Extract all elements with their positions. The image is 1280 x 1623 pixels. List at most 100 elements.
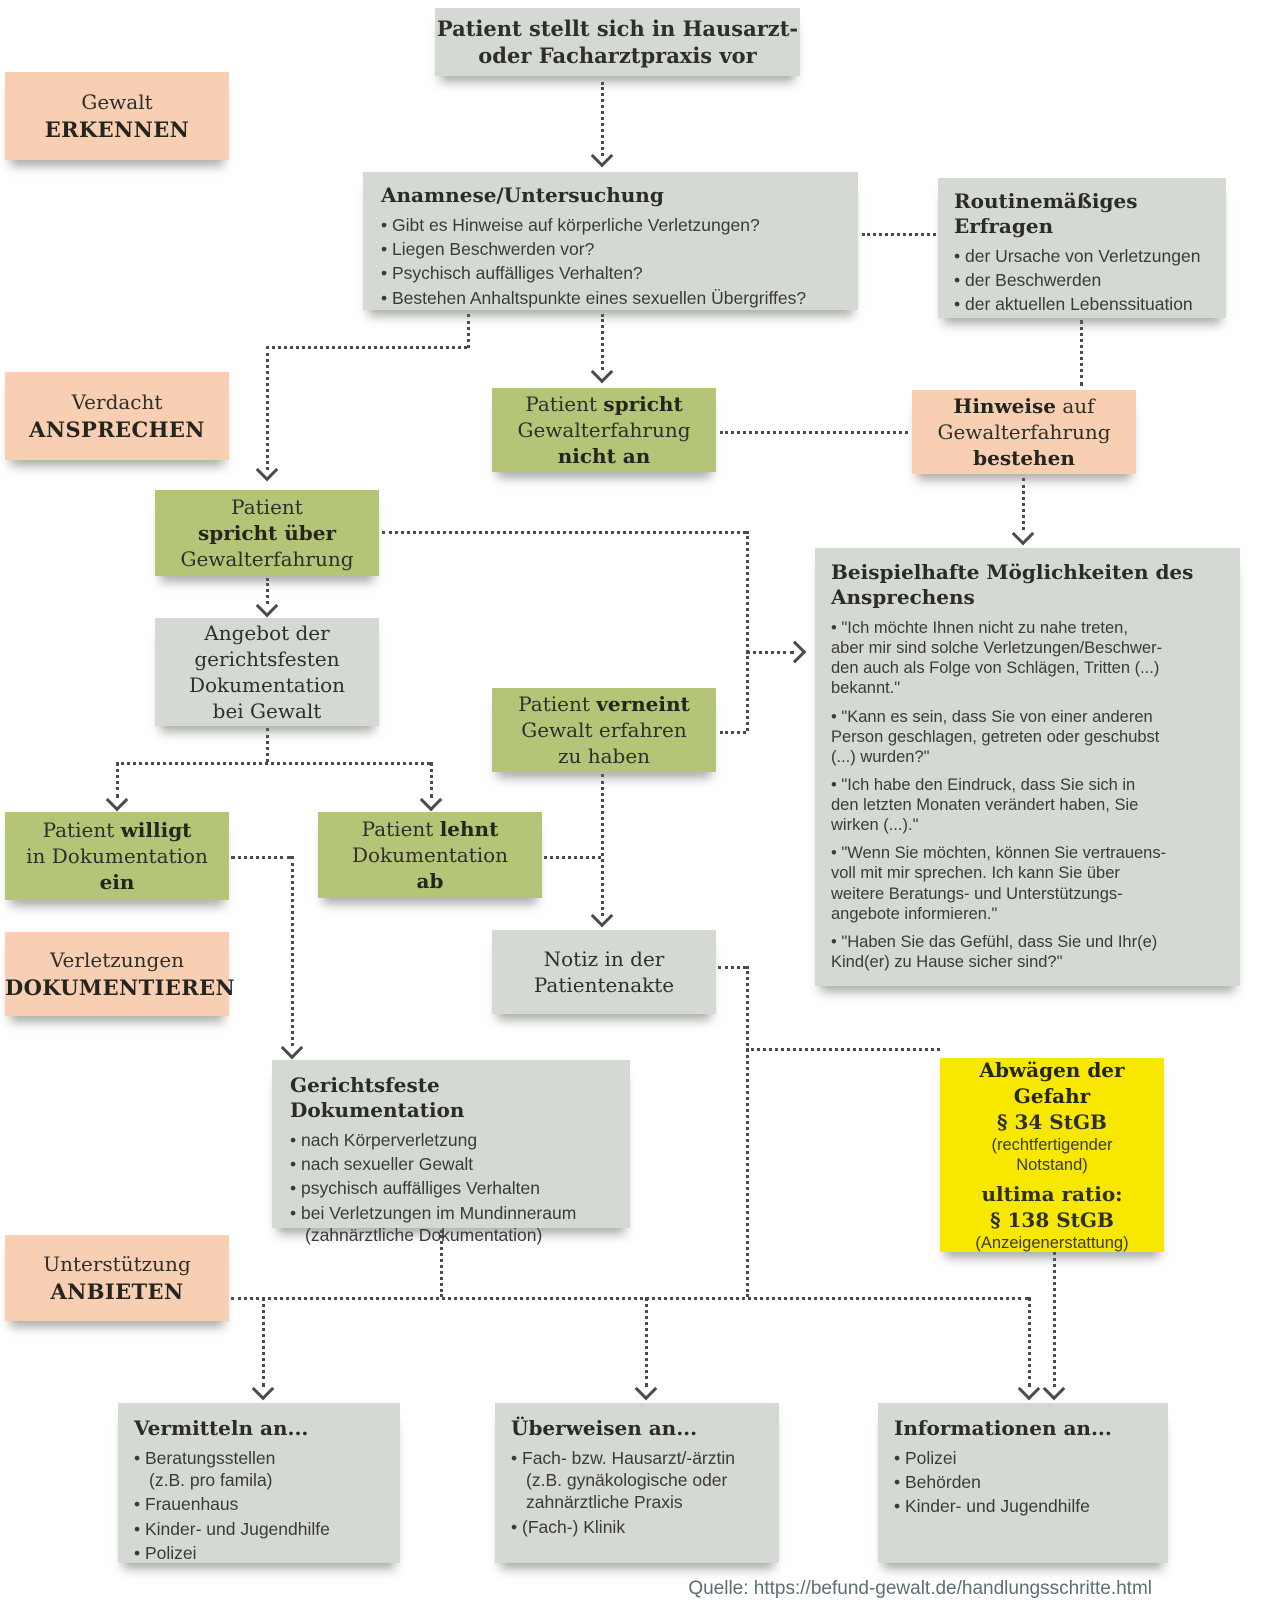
text-line: zu haben <box>557 744 651 768</box>
text-line: Patient lehnt <box>318 816 542 842</box>
dotted-connector <box>1028 1297 1031 1387</box>
arrow-down-icon <box>590 144 614 168</box>
text-line: bei Gewalt <box>212 699 322 723</box>
text-segment-bold: ab <box>416 869 444 893</box>
dotted-connector <box>720 431 908 434</box>
quote-item: "Ich habe den Eindruck, dass Sie sich in… <box>831 775 1224 835</box>
bullet-item: Beratungsstellen (z.B. pro famila) <box>134 1447 384 1491</box>
text-segment-bold: spricht <box>603 392 683 416</box>
text-segment-bold: willigt <box>120 818 192 842</box>
informationen-title: Informationen an... <box>894 1416 1112 1440</box>
arrow-down-icon <box>105 788 129 812</box>
source-caption: Quelle: https://befund-gewalt.de/handlun… <box>688 1578 1152 1599</box>
phase-label-dokumentieren: Verletzungen DOKUMENTIEREN <box>5 932 236 1016</box>
dotted-connector <box>266 346 269 470</box>
bullet-item: Kinder- und Jugendhilfe <box>894 1495 1152 1517</box>
ansprechen-beispiele-box: Beispielhafte Möglichkeiten des Ansprech… <box>815 548 1240 986</box>
arrow-right-icon <box>783 640 807 664</box>
dotted-connector <box>746 1048 940 1051</box>
dotted-connector <box>746 531 749 731</box>
arrow-down-icon <box>1011 522 1035 546</box>
arrow-down-icon <box>251 1377 275 1401</box>
arrow-down-icon <box>590 360 614 384</box>
patient-spricht-ueber-box: Patient spricht über Gewalterfahrung <box>155 490 379 576</box>
dotted-connector <box>862 233 936 236</box>
dotted-connector <box>116 762 430 765</box>
dotted-connector <box>746 651 794 654</box>
dotted-connector <box>266 728 269 762</box>
bullet-item: Behörden <box>894 1471 1152 1493</box>
bullet-item: psychisch auffälliges Verhalten <box>290 1177 612 1199</box>
text-line: Angebot der <box>204 621 330 645</box>
arrow-down-icon <box>280 1036 304 1060</box>
dotted-connector <box>746 966 749 1297</box>
anamnese-box: Anamnese/Untersuchung Gibt es Hinweise a… <box>363 172 858 310</box>
dotted-connector <box>1080 320 1083 386</box>
beispiele-title-line2: Ansprechens <box>831 585 975 609</box>
routine-box: Routinemäßiges Erfragen der Ursache von … <box>938 178 1226 318</box>
bullet-item: Liegen Beschwerden vor? <box>381 238 840 260</box>
phase-label-line2: ERKENNEN <box>44 116 190 142</box>
start-box: Patient stellt sich in Hausarzt- oder Fa… <box>435 8 800 76</box>
gerichtsfeste-title: Gerichtsfeste Dokumentation <box>290 1073 465 1122</box>
dotted-connector <box>430 762 433 798</box>
bullet-item: der aktuellen Lebenssituation <box>954 293 1210 315</box>
dotted-connector <box>291 856 294 1046</box>
arrow-down-icon <box>1042 1377 1066 1401</box>
phase-label-line2: ANBIETEN <box>50 1278 184 1304</box>
phase-label-ansprechen: Verdacht ANSPRECHEN <box>5 372 229 460</box>
text-line: Dokumentation <box>188 673 346 697</box>
bullet-item: Frauenhaus <box>134 1493 384 1515</box>
text-line: Notiz in der <box>543 947 665 971</box>
phase-label-line1: Unterstützung <box>43 1251 191 1276</box>
law-34-stgb: § 34 StGB <box>997 1110 1107 1134</box>
bullet-item: Psychisch auffälliges Verhalten? <box>381 262 840 284</box>
bullet-item: der Beschwerden <box>954 269 1210 291</box>
dotted-connector <box>467 314 470 348</box>
text-line: bestehen <box>912 445 1136 471</box>
vermitteln-title: Vermitteln an... <box>134 1416 309 1440</box>
beispiele-title-line1: Beispielhafte Möglichkeiten des <box>831 560 1194 584</box>
quote-item: "Ich möchte Ihnen nicht zu nahe treten, … <box>831 618 1224 699</box>
phase-label-line1: Verdacht <box>71 389 163 414</box>
phase-label-line2: ANSPRECHEN <box>29 416 205 442</box>
arrow-down-icon <box>590 904 614 928</box>
informationen-an-box: Informationen an... Polizei Behörden Kin… <box>878 1403 1168 1563</box>
start-box-line2: oder Facharztpraxis vor <box>478 43 757 68</box>
text-line: Patient <box>231 495 303 519</box>
bullet-item: der Ursache von Verletzungen <box>954 245 1210 267</box>
dotted-connector <box>266 346 467 349</box>
text-line: ab <box>318 868 542 894</box>
law-138-stgb: § 138 StGB <box>990 1208 1114 1232</box>
arrow-down-icon <box>255 458 279 482</box>
text-line: Patient spricht <box>492 391 716 417</box>
dotted-connector <box>1022 478 1025 530</box>
text-line: Patientenakte <box>533 973 675 997</box>
dotted-connector <box>231 856 291 859</box>
text-line: Gewalterfahrung <box>937 420 1111 444</box>
text-segment-bold: bestehen <box>973 446 1075 470</box>
phase-label-line2: DOKUMENTIEREN <box>5 974 236 1000</box>
text-line: spricht über <box>155 520 379 546</box>
dotted-connector <box>382 531 746 534</box>
bullet-item: bei Verletzungen im Mundinneraum (zahnär… <box>290 1202 612 1246</box>
text-line: Dokumentation <box>351 843 509 867</box>
text-segment: Patient <box>361 817 440 841</box>
dotted-connector <box>601 82 604 156</box>
anamnese-title: Anamnese/Untersuchung <box>381 183 664 207</box>
text-line: gerichtsfesten <box>194 647 340 671</box>
vermitteln-an-box: Vermitteln an... Beratungsstellen (z.B. … <box>118 1403 400 1563</box>
bullet-item: Polizei <box>894 1447 1152 1469</box>
dotted-connector <box>601 314 604 370</box>
text-line: ein <box>5 869 229 895</box>
quote-item: "Kann es sein, dass Sie von einer andere… <box>831 707 1224 767</box>
bullet-item: (Fach-) Klinik <box>511 1516 763 1538</box>
dotted-connector <box>645 1297 648 1387</box>
arrow-down-icon <box>419 788 443 812</box>
bullet-item: Polizei <box>134 1542 384 1564</box>
text-segment: Patient <box>525 392 604 416</box>
arrow-down-icon <box>634 1377 658 1401</box>
law-138-note: (Anzeigenerstattung) <box>975 1234 1129 1252</box>
text-segment-bold: ein <box>99 870 135 894</box>
